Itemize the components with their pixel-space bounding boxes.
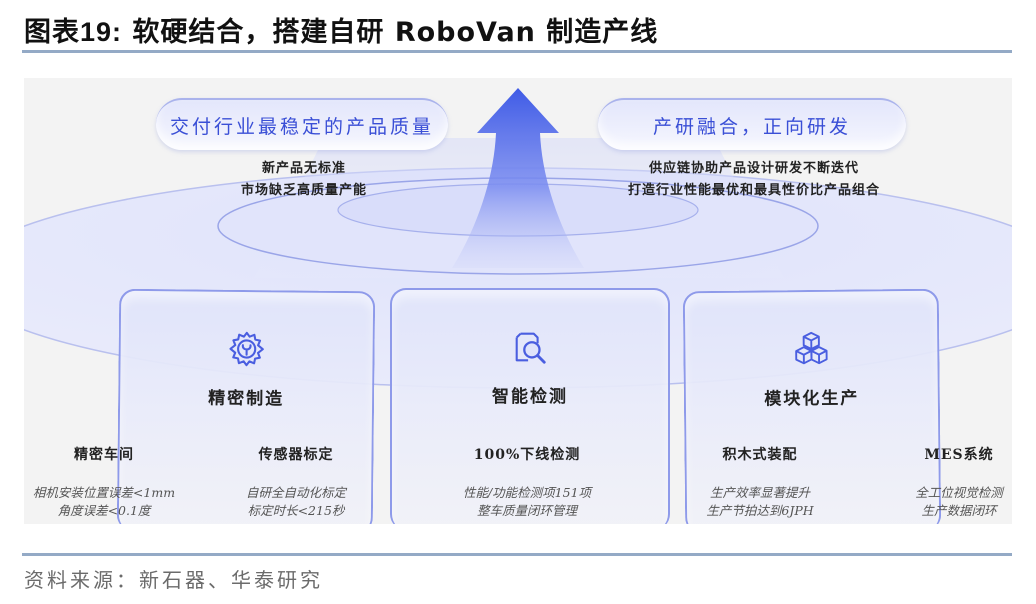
- quality-pill-label: 交付行业最稳定的产品质量: [169, 115, 434, 138]
- feature-end-of-line-inspection: 100%下线检测 性能/功能检测项151项 整车质量闭环管理: [427, 444, 627, 520]
- card-title: 精密制造: [208, 388, 285, 410]
- source-divider: [22, 553, 1012, 556]
- feature-desc-line: 全工位视觉检测: [915, 485, 1003, 500]
- feature-desc-line: 标定时长<215秒: [247, 503, 345, 518]
- figure-title-text: 软硬结合，搭建自研 RoboVan 制造产线: [122, 17, 659, 48]
- rd-desc-line: 供应链协助产品设计研发不断迭代: [648, 161, 859, 176]
- rd-desc-line: 打造行业性能最优和最具性价比产品组合: [627, 183, 880, 198]
- cubes-icon: [795, 331, 828, 365]
- quality-desc-line: 新产品无标准: [261, 161, 346, 176]
- rd-pill-label: 产研融合，正向研发: [652, 115, 851, 138]
- card-smart-inspection: 智能检测: [390, 288, 670, 524]
- feature-sensor-calibration: 传感器标定 自研全自动化标定 标定时长<215秒: [196, 444, 396, 520]
- feature-desc-line: 自研全自动化标定: [245, 485, 346, 500]
- feature-mes-system: MES系统 全工位视觉检测 生产数据闭环: [859, 444, 1012, 520]
- source-note: 资料来源：新石器、华泰研究: [24, 568, 323, 592]
- figure-title: 图表19: 软硬结合，搭建自研 RoboVan 制造产线: [24, 10, 658, 49]
- feature-precision-workshop: 精密车间 相机安装位置误差<1mm 角度误差<0.1度: [24, 444, 204, 520]
- feature-title: 积木式装配: [722, 447, 798, 463]
- feature-desc-line: 角度误差<0.1度: [57, 503, 151, 518]
- diagram-panel: 交付行业最稳定的产品质量 新产品无标准 市场缺乏高质量产能 产研融合，正向研发 …: [24, 78, 1012, 524]
- gear-wrench-icon: [229, 331, 264, 367]
- figure-title-number: 19:: [80, 17, 123, 47]
- feature-desc-line: 整车质量闭环管理: [476, 503, 577, 518]
- feature-title: MES系统: [924, 447, 994, 463]
- rd-pill: 产研融合，正向研发: [598, 98, 906, 150]
- title-divider: [22, 50, 1012, 53]
- feature-title: 100%下线检测: [473, 447, 581, 463]
- feature-description: 生产效率显著提升 生产节拍达到6JPH: [660, 484, 860, 520]
- feature-description: 相机安装位置误差<1mm 角度误差<0.1度: [24, 484, 204, 520]
- feature-description: 全工位视觉检测 生产数据闭环: [859, 484, 1012, 520]
- card-title: 智能检测: [492, 387, 568, 407]
- feature-description: 性能/功能检测项151项 整车质量闭环管理: [427, 484, 627, 520]
- quality-description: 新产品无标准 市场缺乏高质量产能: [174, 158, 434, 202]
- feature-desc-line: 生产数据闭环: [921, 503, 997, 518]
- quality-pill: 交付行业最稳定的产品质量: [156, 98, 448, 150]
- feature-description: 自研全自动化标定 标定时长<215秒: [196, 484, 396, 520]
- feature-modular-assembly: 积木式装配 生产效率显著提升 生产节拍达到6JPH: [660, 444, 860, 520]
- card-modular-production: 模块化生产: [682, 288, 942, 524]
- quality-desc-line: 市场缺乏高质量产能: [240, 183, 367, 198]
- feature-desc-line: 生产节拍达到6JPH: [706, 503, 814, 518]
- document-search-icon: [515, 332, 546, 364]
- feature-desc-line: 相机安装位置误差<1mm: [32, 485, 176, 500]
- upward-arrow-icon: [452, 88, 584, 268]
- feature-desc-line: 性能/功能检测项151项: [462, 485, 592, 500]
- feature-desc-line: 生产效率显著提升: [709, 485, 810, 500]
- feature-title: 精密车间: [74, 447, 134, 463]
- feature-title: 传感器标定: [258, 447, 334, 463]
- rd-description: 供应链协助产品设计研发不断迭代 打造行业性能最优和最具性价比产品组合: [584, 158, 924, 202]
- card-title: 模块化生产: [764, 388, 860, 410]
- figure-title-prefix: 图表: [24, 17, 80, 48]
- card-precision-manufacturing: 精密制造: [116, 288, 376, 524]
